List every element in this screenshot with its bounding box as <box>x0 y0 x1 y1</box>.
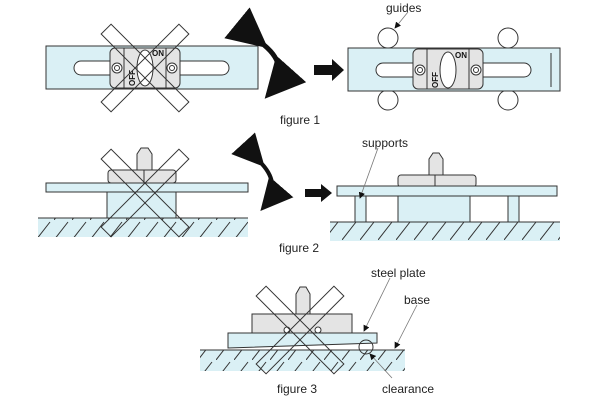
rotate-arrow-icon <box>231 132 294 212</box>
supports-label: supports <box>362 136 408 150</box>
guides-label: guides <box>386 1 421 15</box>
cross-mark-icon <box>255 285 345 375</box>
figure2-wrong-mount <box>38 147 249 238</box>
figure2-correct-mount: supports <box>330 136 560 241</box>
figure1-caption: figure 1 <box>280 113 320 127</box>
base-label: base <box>404 293 430 307</box>
cross-mark-icon <box>100 23 190 113</box>
off-label: OFF <box>431 72 440 88</box>
figure1-wrong-mount: ON OFF <box>45 23 259 113</box>
clearance-label: clearance <box>382 382 434 396</box>
steel-plate-label: steel plate <box>371 266 426 280</box>
rotate-arrow-icon <box>224 7 307 99</box>
right-arrow-icon <box>305 184 332 202</box>
figure1-correct-mount: ON OFF guides <box>347 1 561 111</box>
off-label: OFF <box>128 70 137 86</box>
figure2-caption: figure 2 <box>279 241 319 255</box>
on-label: ON <box>152 49 164 58</box>
cross-mark-icon <box>100 148 190 238</box>
on-label: ON <box>455 51 467 60</box>
figure3-clearance: steel plate base clearance <box>200 266 434 396</box>
figure3-caption: figure 3 <box>277 382 317 396</box>
right-arrow-icon <box>314 59 344 81</box>
